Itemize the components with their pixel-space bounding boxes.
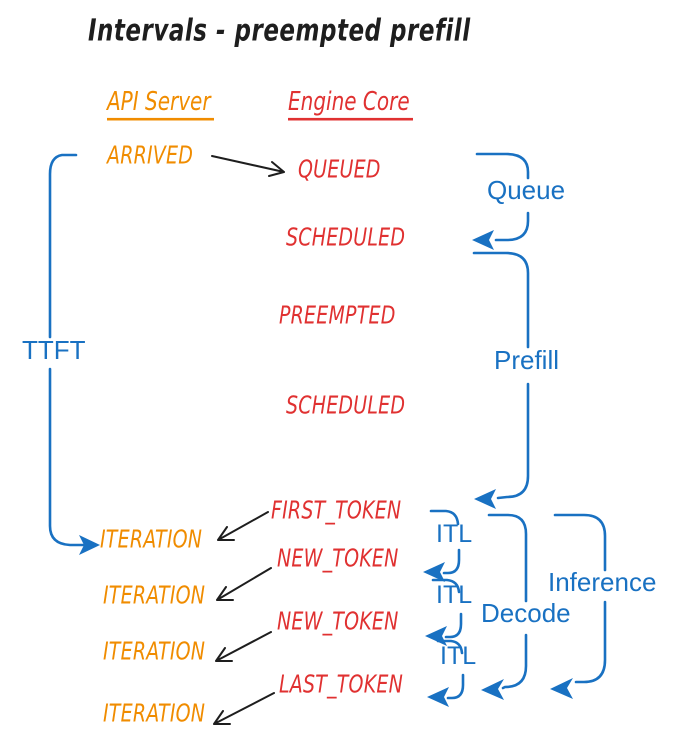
interval-decode-label: Decode [481, 598, 571, 628]
itl2-return-line [444, 612, 463, 639]
event-preempted: PREEMPTED [279, 301, 396, 330]
inference-bracket-top [553, 513, 607, 572]
arrow-arrived-to-queued [211, 155, 285, 177]
event-iteration-1: ITERATION [100, 525, 203, 554]
diagram-title: Intervals - preempted prefill [88, 14, 471, 49]
inference-bracket-bottom [574, 600, 607, 684]
itl1-bracket-corner [429, 509, 460, 526]
interval-itl-label-1: ITL [436, 520, 473, 548]
inference-arrowhead-icon [550, 678, 573, 699]
itl1-arrowhead-icon [423, 562, 445, 582]
arrow-new-token1-to-iteration [216, 567, 272, 601]
event-first-token: FIRST_TOKEN [271, 496, 402, 525]
itl3-arrowhead-icon [427, 687, 449, 707]
event-new-token-1: NEW_TOKEN [277, 544, 399, 573]
arrow-last-token-to-iteration [213, 692, 275, 725]
itl3-return-line [446, 673, 465, 700]
api-server-column-header: API Server [107, 88, 214, 121]
queue-bracket-top [475, 152, 530, 180]
event-iteration-3: ITERATION [103, 637, 206, 666]
queue-arrowhead-icon [472, 230, 494, 250]
interval-itl-label-3: ITL [440, 642, 477, 670]
event-iteration-2: ITERATION [103, 581, 206, 610]
itl1-return-line [442, 548, 461, 575]
itl3-bracket-corner [436, 639, 464, 655]
ttft-arrowhead-icon [79, 535, 100, 555]
event-arrived: ARRIVED [107, 141, 194, 170]
event-last-token: LAST_TOKEN [279, 670, 403, 699]
prefill-bracket-bottom [496, 382, 530, 500]
interval-prefill-label: Prefill [494, 345, 560, 375]
arrow-first-token-to-iteration [217, 511, 269, 541]
prefill-arrowhead-icon [474, 489, 496, 509]
interval-inference-label: Inference [548, 567, 657, 597]
decode-arrowhead-icon [481, 679, 504, 700]
queue-bracket-bottom [494, 211, 530, 242]
event-queued: QUEUED [298, 155, 381, 184]
event-scheduled-1: SCHEDULED [286, 223, 406, 252]
prefill-bracket-top [472, 251, 530, 349]
ttft-bracket-top [48, 153, 78, 339]
decode-bracket-top [487, 513, 528, 603]
event-new-token-2: NEW_TOKEN [277, 607, 399, 636]
event-iteration-4: ITERATION [103, 699, 206, 728]
event-scheduled-2: SCHEDULED [286, 391, 406, 420]
interval-itl-label-2: ITL [436, 581, 473, 609]
arrow-new-token2-to-iteration [215, 631, 272, 662]
itl2-bracket-corner [431, 578, 461, 594]
engine-core-column-header: Engine Core [288, 88, 413, 121]
interval-queue-label: Queue [487, 175, 566, 205]
ttft-bracket-bottom [48, 367, 87, 547]
interval-ttft-label: TTFT [22, 335, 86, 365]
decode-bracket-bottom [501, 633, 528, 690]
